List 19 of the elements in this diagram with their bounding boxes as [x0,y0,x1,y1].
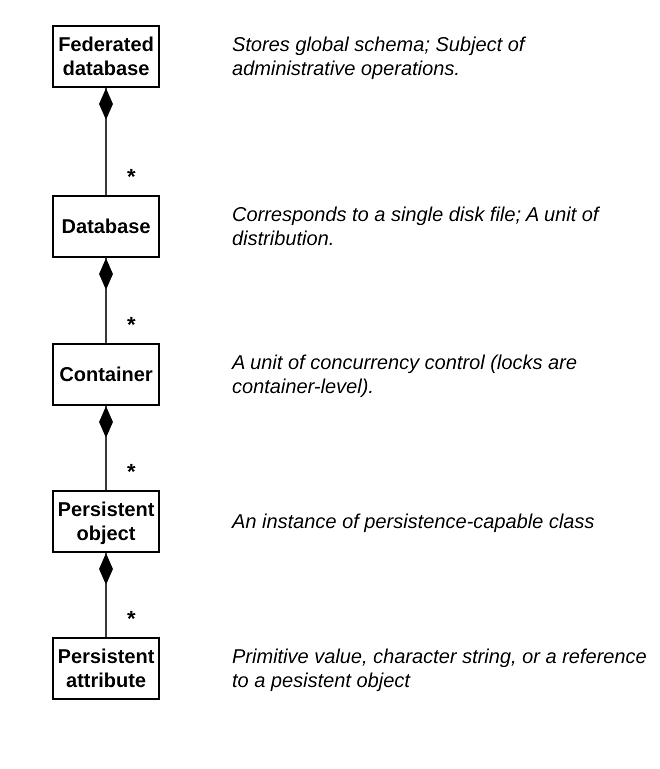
class-name: Database [62,214,150,238]
class-box [52,343,160,406]
class-name: Persistent object [56,498,156,546]
description-text: Primitive value, character string, or a reference to a pesistent object [232,644,648,692]
class-box [52,637,160,700]
description-text: Stores global schema; Subject of administrative operations. [232,32,528,80]
class-box [52,195,160,258]
description-text: A unit of concurrency control (locks are container-level). [232,350,578,398]
composition-line [99,406,113,490]
class-name: Container [59,362,153,386]
class-name: Persistent attribute [56,644,156,692]
class-name: Federated database [57,32,155,80]
class-box [52,25,160,88]
description-text: Corresponds to a single disk file; A unit of distribution. [232,202,602,250]
description-text: An instance of persistence-capable class [232,510,596,534]
composition-line [99,553,113,637]
composition-line [99,258,113,343]
composition-line [99,88,113,195]
class-box [52,490,160,553]
